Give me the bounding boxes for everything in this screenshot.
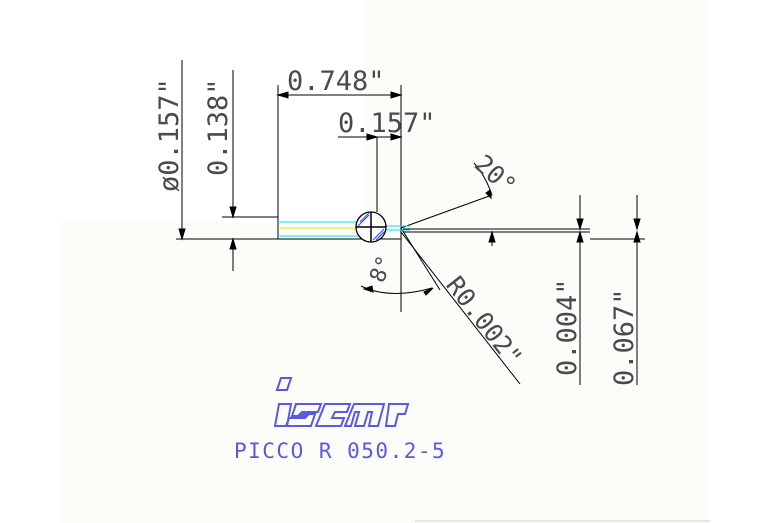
dim-offset-small: 0.004" (552, 278, 583, 376)
dim-diameter-shank: ø0.157" (154, 78, 185, 192)
dim-overall-length: 0.748" (287, 66, 385, 97)
section-circle (355, 211, 387, 243)
tool-outline (176, 150, 590, 385)
iscar-logo: iscar (273, 377, 410, 427)
dim-offset-large: 0.067" (609, 288, 640, 386)
product-code: PICCO R 050.2-5 (234, 439, 446, 463)
dim-diameter-neck: 0.138" (203, 78, 234, 176)
centerlines (278, 221, 410, 237)
dim-tip-length: 0.157" (338, 108, 436, 139)
dimension-lines (178, 60, 645, 385)
